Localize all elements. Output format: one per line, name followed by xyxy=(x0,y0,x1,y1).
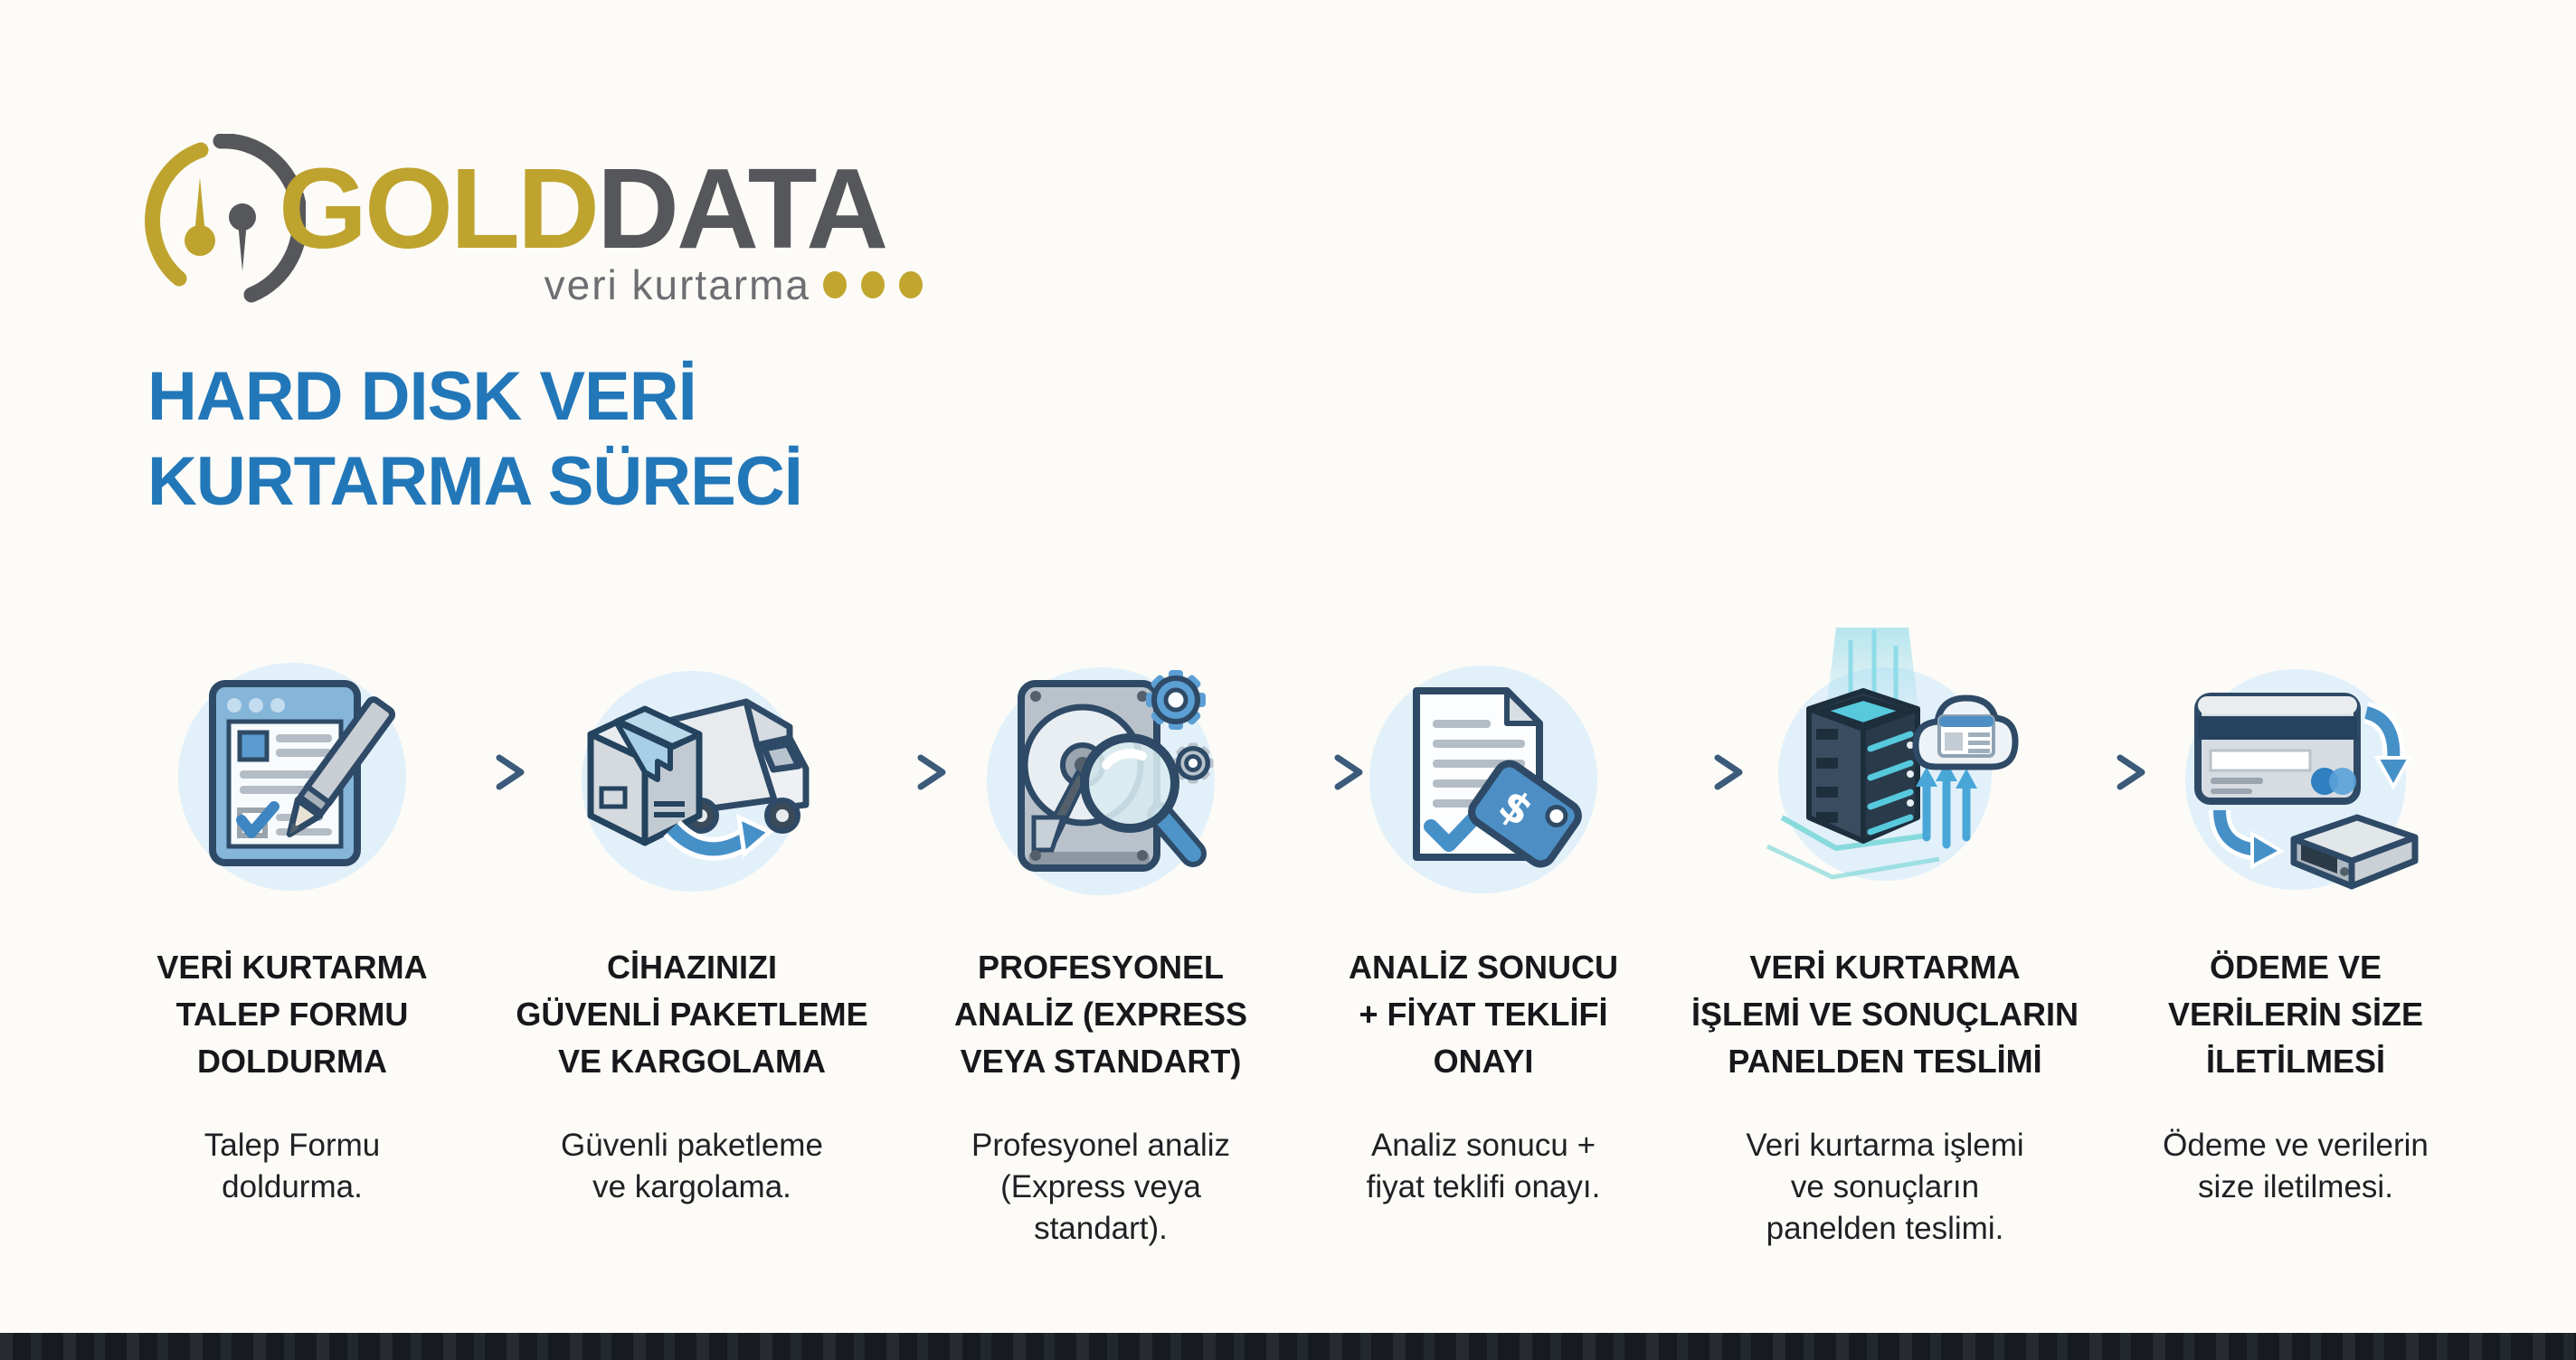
step-5-description: Veri kurtarma işlemi ve sonuçların panel… xyxy=(1746,1128,2024,1246)
step-6: ÖDEME VE VERİLERİN SİZE İLETİLMESİ Ödeme… xyxy=(2088,669,2504,1208)
step-6-heading: ÖDEME VE VERİLERİN SİZE İLETİLMESİ xyxy=(2167,949,2424,1080)
package-truck-icon xyxy=(582,671,810,892)
step-1-description: Talep Formu doldurma. xyxy=(204,1128,381,1204)
page-title: HARD DISK VERİ KURTARMA SÜRECİ xyxy=(147,358,803,520)
brand-gold-text: GOLD xyxy=(279,145,600,272)
step-4-description: Analiz sonucu + fiyat teklifi onayı. xyxy=(1366,1128,1601,1204)
footer-bar xyxy=(0,1333,2576,1360)
report-price-tag-icon: $ xyxy=(1369,666,1597,893)
golddata-emblem-icon xyxy=(145,134,306,303)
step-arrow-icon xyxy=(2050,754,2145,790)
step-2-description: Güvenli paketleme ve kargolama. xyxy=(561,1128,823,1204)
payment-card-drive-icon xyxy=(2185,669,2419,890)
step-4-heading: ANALİZ SONUCU + FİYAT TEKLİFİ ONAYI xyxy=(1349,949,1618,1080)
step-arrow-icon xyxy=(1647,754,1743,790)
step-arrow-icon xyxy=(1267,754,1363,790)
form-pencil-icon xyxy=(178,663,406,891)
step-arrow-icon xyxy=(429,754,525,790)
brand-tagline-row: veri kurtarma xyxy=(279,260,923,309)
step-3: PROFESYONEL ANALİZ (EXPRESS VEYA STANDAR… xyxy=(893,667,1309,1250)
brand-wordmark: GOLDDATA xyxy=(279,152,888,266)
brand-dark-text: DATA xyxy=(596,145,888,272)
gold-dots-icon xyxy=(823,271,923,298)
step-2: CİHAZINIZI GÜVENLİ PAKETLEME VE KARGOLAM… xyxy=(484,671,900,1208)
step-5-heading: VERİ KURTARMA İŞLEMİ VE SONUÇLARIN PANEL… xyxy=(1690,949,2079,1080)
step-1: VERİ KURTARMA TALEP FORMU DOLDURMA Talep… xyxy=(84,663,500,1208)
step-5: VERİ KURTARMA İŞLEMİ VE SONUÇLARIN PANEL… xyxy=(1668,628,2102,1250)
step-arrow-icon xyxy=(850,754,946,790)
step-6-description: Ödeme ve verilerin size iletilmesi. xyxy=(2163,1128,2429,1204)
step-4: $ ANALİZ SONUCU + FİYAT TEKLİFİ ONAYI An… xyxy=(1275,666,1691,1208)
step-2-heading: CİHAZINIZI GÜVENLİ PAKETLEME VE KARGOLAM… xyxy=(516,949,868,1080)
hdd-magnifier-gears-icon xyxy=(987,667,1215,895)
brand-tagline: veri kurtarma xyxy=(544,261,810,308)
step-1-heading: VERİ KURTARMA TALEP FORMU DOLDURMA xyxy=(156,949,428,1080)
server-cloud-upload-icon xyxy=(1766,628,2019,881)
step-3-description: Profesyonel analiz (Express veya standar… xyxy=(971,1128,1230,1246)
step-3-heading: PROFESYONEL ANALİZ (EXPRESS VEYA STANDAR… xyxy=(953,949,1248,1080)
